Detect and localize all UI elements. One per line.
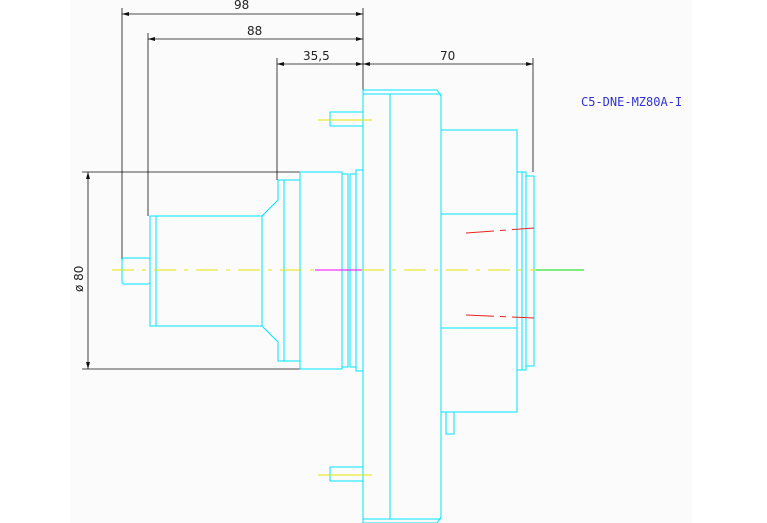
dimension-88: 88 xyxy=(147,24,363,216)
dim-diameter-label: ø 80 xyxy=(72,266,86,292)
dim-88-label: 88 xyxy=(247,24,262,38)
dimension-35-5: 35,5 xyxy=(276,49,363,180)
dimension-70: 70 xyxy=(363,49,534,172)
dim-98-label: 98 xyxy=(234,0,249,12)
model-code: C5-DNE-MZ80A-I xyxy=(581,95,682,109)
dim-35-5-label: 35,5 xyxy=(303,49,330,63)
hidden-lines xyxy=(465,227,535,319)
dim-70-label: 70 xyxy=(440,49,455,63)
centerlines xyxy=(112,119,584,476)
dimension-diameter: ø 80 xyxy=(72,171,340,370)
dimension-98: 98 xyxy=(121,0,364,262)
